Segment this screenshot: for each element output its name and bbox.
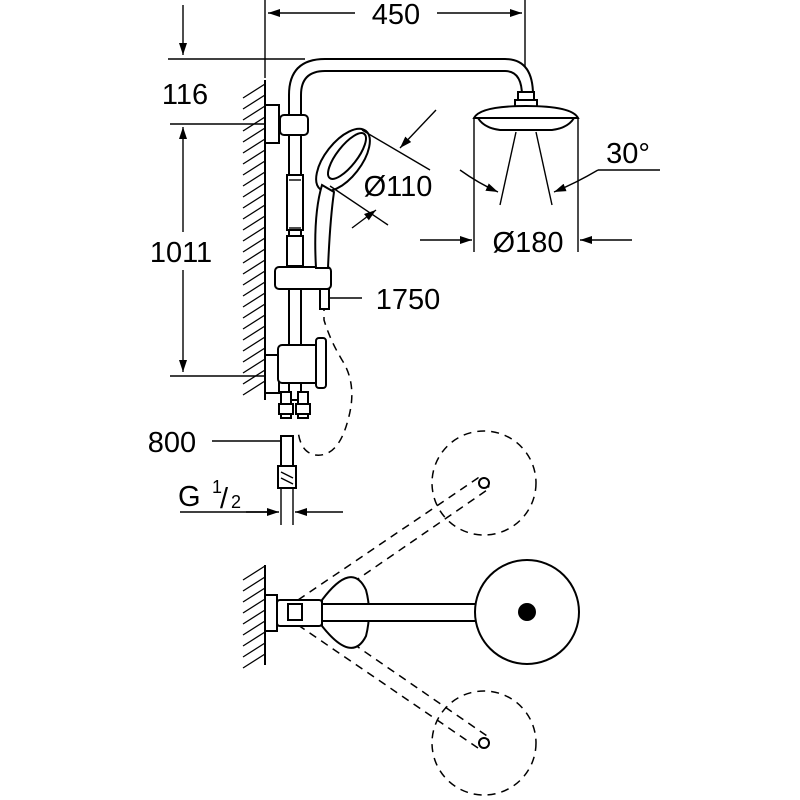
thread-spec: G 1 / 2 [178, 477, 343, 516]
shower-head-icon [472, 91, 580, 252]
thread-numerator-label: 1 [212, 477, 222, 497]
top-plan-view [242, 430, 580, 796]
hatch-line [242, 160, 266, 176]
front-elevation-view: 450 116 1011 [148, 0, 660, 525]
hatch-line [242, 149, 266, 165]
hatch-line [242, 127, 266, 143]
wall-hatch-icon [242, 80, 266, 400]
hatch-line [242, 248, 266, 264]
dimension-hand-diameter: Ø110 [329, 109, 437, 229]
hatch-line [242, 94, 266, 110]
thread-denominator-label: 2 [231, 492, 241, 512]
connection-distance-label: 800 [148, 427, 196, 459]
hatch-line [242, 193, 266, 209]
hatch-line [242, 314, 266, 330]
wall-hatch-icon [242, 565, 266, 669]
hatch-line [242, 215, 266, 231]
hatch-line [242, 226, 266, 242]
shower-rail-icon [264, 58, 534, 419]
hand-diameter-label: Ø110 [364, 171, 433, 203]
dimension-1011: 1011 [150, 127, 266, 377]
hatch-line [242, 642, 266, 658]
hatch-line [242, 281, 266, 297]
hatch-line [242, 565, 266, 581]
hatch-line [242, 83, 266, 99]
hatch-line [242, 105, 266, 121]
hatch-line [242, 347, 266, 363]
head-diameter-label: Ø180 [493, 227, 564, 259]
hatch-line [242, 303, 266, 319]
dimension-116: 116 [162, 5, 305, 125]
dimension-hose-length: 1750 [330, 284, 440, 316]
hatch-line [242, 576, 266, 592]
angle-label: 30° [606, 138, 650, 170]
dimension-450: 450 [264, 0, 526, 78]
hatch-line [242, 598, 266, 614]
hatch-line [242, 237, 266, 253]
dimension-116-label: 116 [162, 79, 208, 111]
dimension-1011-label: 1011 [150, 237, 212, 269]
thread-base-label: G [178, 481, 201, 513]
hatch-line [242, 653, 266, 669]
thread-slash: / [220, 483, 229, 515]
hatch-line [242, 182, 266, 198]
dimension-450-label: 450 [372, 0, 420, 31]
hatch-line [242, 358, 266, 374]
hatch-line [242, 587, 266, 603]
hatch-line [242, 138, 266, 154]
hatch-line [242, 369, 266, 385]
hatch-line [242, 292, 266, 308]
hatch-line [242, 620, 266, 636]
hand-shower-icon [297, 127, 371, 456]
hatch-line [242, 631, 266, 647]
dimension-angle: 30° [459, 138, 660, 193]
hose-length-label: 1750 [376, 284, 441, 316]
hatch-line [242, 204, 266, 220]
hatch-line [242, 380, 266, 396]
hatch-line [242, 171, 266, 187]
hatch-line [242, 270, 266, 286]
dimension-800: 800 [148, 427, 297, 525]
dimension-head-diameter: Ø180 [420, 227, 632, 259]
hatch-line [242, 609, 266, 625]
hatch-line [242, 325, 266, 341]
hatch-line [242, 259, 266, 275]
hatch-line [242, 336, 266, 352]
